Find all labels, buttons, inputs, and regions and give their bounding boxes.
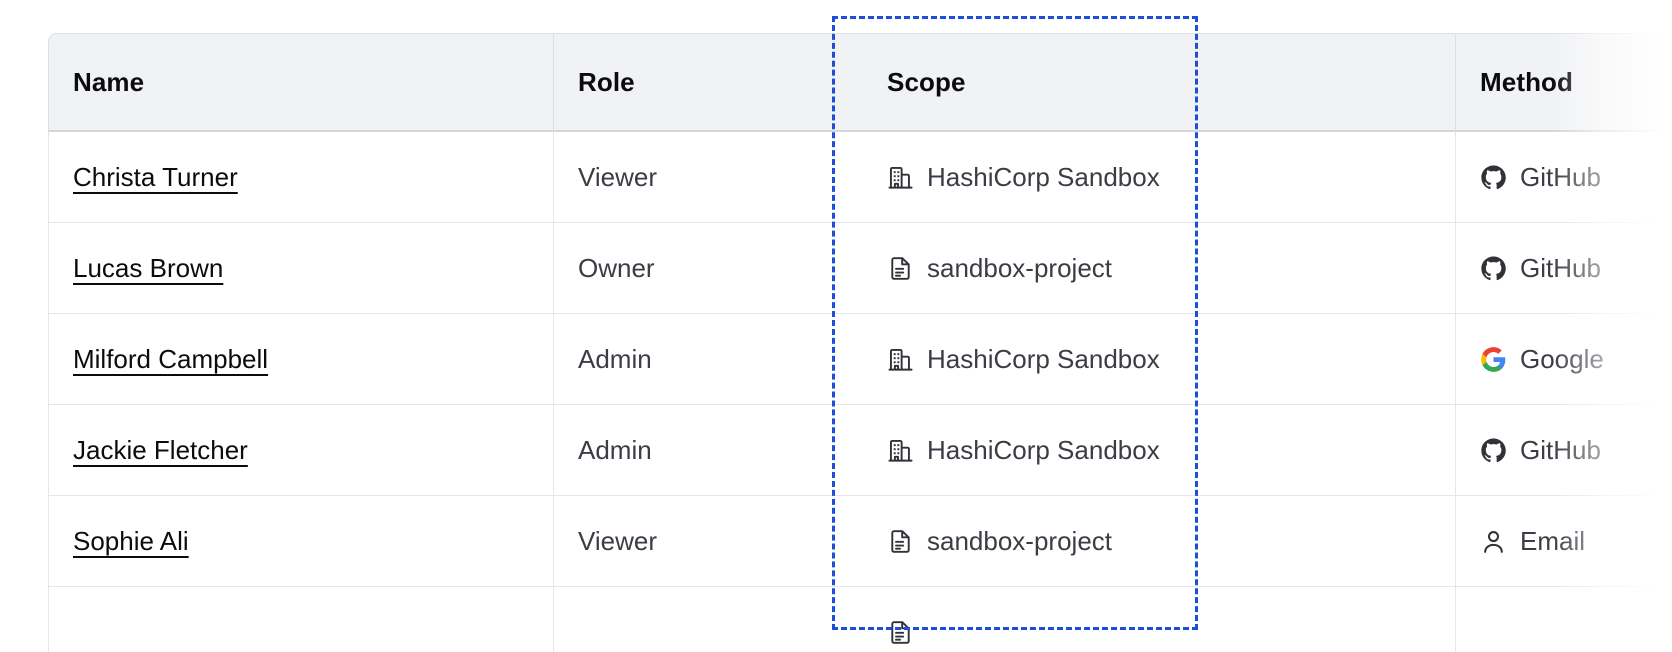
cell-method: GitHub bbox=[1455, 223, 1672, 314]
cell-method: GitHub bbox=[1455, 132, 1672, 223]
method-label: GitHub bbox=[1520, 434, 1601, 465]
cell-method: Google bbox=[1455, 314, 1672, 405]
method-label: Email bbox=[1520, 525, 1586, 556]
scope-label: sandbox-project bbox=[927, 252, 1112, 283]
cell-scope: sandbox-project bbox=[863, 223, 1209, 314]
member-name-link[interactable]: Jackie Fletcher bbox=[73, 434, 248, 465]
table-row: Milford Campbell Admin bbox=[48, 314, 1672, 405]
column-header-blank bbox=[1209, 33, 1455, 132]
column-header-scope[interactable]: Scope bbox=[863, 33, 1209, 132]
table-row: Jackie Fletcher Admin bbox=[48, 405, 1672, 496]
cell-method: Email bbox=[1455, 496, 1672, 587]
members-table: Name Role Scope Method Christa Turner Vi… bbox=[48, 33, 1672, 652]
cell-blank bbox=[1209, 405, 1455, 496]
table-row: Lucas Brown Owner sandbox-project bbox=[48, 223, 1672, 314]
user-icon bbox=[1484, 530, 1503, 553]
method-label: GitHub bbox=[1520, 161, 1601, 192]
github-icon bbox=[1481, 164, 1506, 189]
cell-blank bbox=[1209, 587, 1455, 652]
cell-name: Christa Turner bbox=[48, 132, 553, 223]
method-label: Google bbox=[1520, 343, 1604, 374]
cell-scope: sandbox-project bbox=[863, 496, 1209, 587]
cell-blank bbox=[1209, 314, 1455, 405]
table-row: Sophie Ali Viewer sandbox-project bbox=[48, 496, 1672, 587]
github-icon bbox=[1481, 437, 1506, 462]
column-header-name[interactable]: Name bbox=[48, 33, 553, 132]
project-document-icon bbox=[891, 529, 910, 553]
cell-scope: HashiCorp Sandbox bbox=[863, 132, 1209, 223]
cell-role: Viewer bbox=[553, 496, 863, 587]
scope-label: HashiCorp Sandbox bbox=[927, 161, 1160, 192]
organization-icon bbox=[888, 439, 913, 462]
organization-icon bbox=[888, 348, 913, 371]
cell-name: Jackie Fletcher bbox=[48, 405, 553, 496]
google-icon bbox=[1481, 346, 1506, 372]
cell-method: GitHub bbox=[1455, 405, 1672, 496]
method-label: GitHub bbox=[1520, 252, 1601, 283]
cell-role: Admin bbox=[553, 405, 863, 496]
scope-label: sandbox-project bbox=[927, 525, 1112, 556]
member-name-link[interactable]: Milford Campbell bbox=[73, 343, 269, 374]
project-document-icon bbox=[891, 620, 910, 644]
cell-name: Sophie Ali bbox=[48, 496, 553, 587]
scope-label: HashiCorp Sandbox bbox=[927, 343, 1160, 374]
cell-name bbox=[48, 587, 553, 652]
cell-method bbox=[1455, 587, 1672, 652]
table-row bbox=[48, 587, 1672, 652]
member-name-link[interactable]: Christa Turner bbox=[73, 161, 238, 192]
member-name-link[interactable]: Lucas Brown bbox=[73, 252, 224, 283]
column-header-role[interactable]: Role bbox=[553, 33, 863, 132]
cell-role: Viewer bbox=[553, 132, 863, 223]
table-header: Name Role Scope Method bbox=[48, 33, 1672, 132]
cell-scope: HashiCorp Sandbox bbox=[863, 314, 1209, 405]
member-name-link[interactable]: Sophie Ali bbox=[73, 525, 189, 556]
cell-role: Owner bbox=[553, 223, 863, 314]
column-header-method[interactable]: Method bbox=[1455, 33, 1672, 132]
cell-scope bbox=[863, 587, 1209, 652]
cell-name: Milford Campbell bbox=[48, 314, 553, 405]
cell-blank bbox=[1209, 132, 1455, 223]
cell-scope: HashiCorp Sandbox bbox=[863, 405, 1209, 496]
members-table-wrapper: Name Role Scope Method Christa Turner Vi… bbox=[48, 33, 1672, 652]
cell-role bbox=[553, 587, 863, 652]
cell-role: Admin bbox=[553, 314, 863, 405]
table-header-row: Name Role Scope Method bbox=[48, 33, 1672, 132]
table-body: Christa Turner Viewer bbox=[48, 132, 1672, 652]
scope-label: HashiCorp Sandbox bbox=[927, 434, 1160, 465]
cell-name: Lucas Brown bbox=[48, 223, 553, 314]
cell-blank bbox=[1209, 496, 1455, 587]
github-icon bbox=[1481, 255, 1506, 280]
cell-blank bbox=[1209, 223, 1455, 314]
project-document-icon bbox=[891, 256, 910, 280]
organization-icon bbox=[888, 166, 913, 189]
table-row: Christa Turner Viewer bbox=[48, 132, 1672, 223]
